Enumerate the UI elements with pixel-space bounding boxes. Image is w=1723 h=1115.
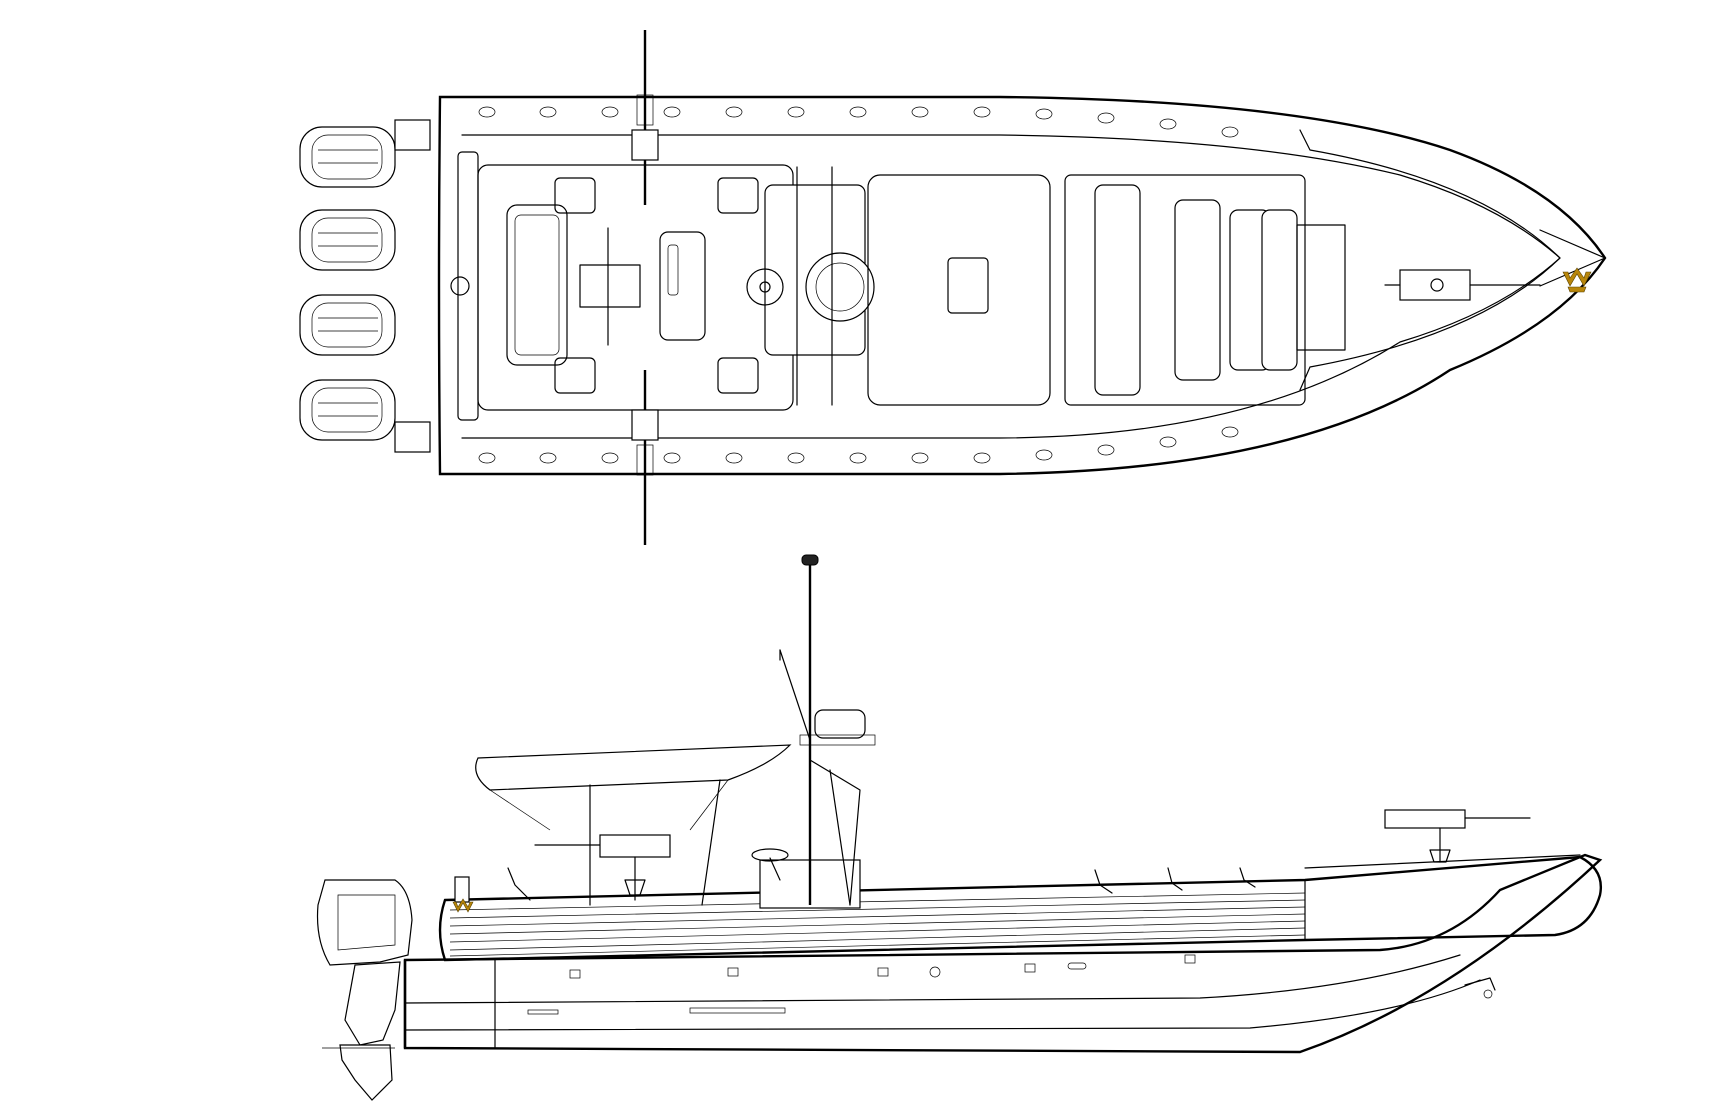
tube-chambers-top-port xyxy=(478,106,1239,138)
transom-fitting xyxy=(450,276,470,296)
forward-deck-hatch xyxy=(867,174,1051,406)
mounted-gun-icon xyxy=(1384,809,1531,863)
aft-bench-seat xyxy=(506,204,568,366)
transom-bracket-bottom xyxy=(394,421,431,453)
hull-fitting xyxy=(929,966,941,978)
forward-seat-area xyxy=(1064,174,1306,406)
t-top-frame xyxy=(701,779,721,906)
seat-back xyxy=(1094,869,1113,894)
mounted-gun-icon xyxy=(631,30,659,205)
bow-fender-top xyxy=(1299,129,1561,391)
outboard-engine-icon xyxy=(299,126,396,188)
forward-seat-2 xyxy=(1174,199,1221,381)
inflatable-tube-side xyxy=(438,855,1602,962)
hull-chine-line xyxy=(404,954,1461,1004)
forward-seat-1 xyxy=(1094,184,1141,396)
hull-fitting xyxy=(877,967,889,977)
steering-wheel-icon xyxy=(746,268,784,306)
mounted-gun-icon xyxy=(631,370,659,545)
seat-back xyxy=(1167,867,1183,891)
steering-wheel-hub xyxy=(759,281,771,293)
mounted-gun-icon xyxy=(1384,269,1541,301)
antenna-top xyxy=(801,554,819,566)
t-top-canopy xyxy=(475,744,792,791)
radar-dome-inner xyxy=(815,262,865,312)
hull-fitting xyxy=(569,969,581,979)
console-footrest xyxy=(579,264,641,308)
steering-wheel-icon xyxy=(751,848,789,881)
mounted-gun-icon xyxy=(534,834,671,901)
tube-stripes xyxy=(449,892,1306,957)
mast-bracket xyxy=(809,759,861,906)
leaning-post-pad xyxy=(667,244,679,296)
aft-bollard xyxy=(454,876,470,903)
hatch-mid-port xyxy=(717,177,759,214)
outboard-engine-icon xyxy=(299,209,396,271)
hull-outline-top xyxy=(437,95,1607,476)
outboard-engines-top xyxy=(299,126,396,441)
top-plan-view xyxy=(299,30,1607,545)
aft-seat-cushion xyxy=(514,214,560,356)
transom-bracket-top xyxy=(394,119,431,151)
hull-vent xyxy=(527,1009,559,1015)
bow-step xyxy=(1296,224,1346,351)
hull-fitting xyxy=(1184,954,1196,964)
tube-inner-line-top xyxy=(461,134,1561,439)
hull-keel-line xyxy=(404,979,1481,1031)
deck-hatch-inset xyxy=(947,257,989,314)
hatch-mid-starboard xyxy=(717,357,759,394)
t-top-strut xyxy=(689,779,729,831)
aft-deck xyxy=(457,151,479,421)
outboard-engine-icon xyxy=(299,379,396,441)
outboard-engine-icon xyxy=(299,294,396,356)
hatch-aft-starboard xyxy=(554,357,596,394)
leaning-post xyxy=(659,231,706,341)
forward-seat-4 xyxy=(1261,209,1298,371)
side-profile-view xyxy=(316,554,1603,1101)
manufacturer-logo-icon xyxy=(452,898,474,913)
bow-eye-fitting xyxy=(1464,977,1496,999)
hull-fitting xyxy=(1024,963,1036,973)
seat-back xyxy=(507,867,531,901)
hull-vent xyxy=(689,1007,786,1014)
radar-arm xyxy=(779,649,811,741)
bow-line xyxy=(1539,229,1606,259)
hull-fitting xyxy=(727,967,739,977)
manufacturer-logo-icon xyxy=(1562,267,1592,293)
t-top-strut xyxy=(489,789,551,831)
hull-body-side xyxy=(403,853,1603,1054)
mast-bracket xyxy=(829,769,851,906)
hull-fitting xyxy=(1067,962,1087,970)
tube-chambers-top-starboard xyxy=(478,426,1239,464)
bow-line xyxy=(1539,257,1606,287)
outboard-engine-icon xyxy=(316,879,413,1101)
hatch-aft-port xyxy=(554,177,596,214)
radar-dome-icon xyxy=(799,709,876,746)
seat-back xyxy=(1239,867,1256,888)
